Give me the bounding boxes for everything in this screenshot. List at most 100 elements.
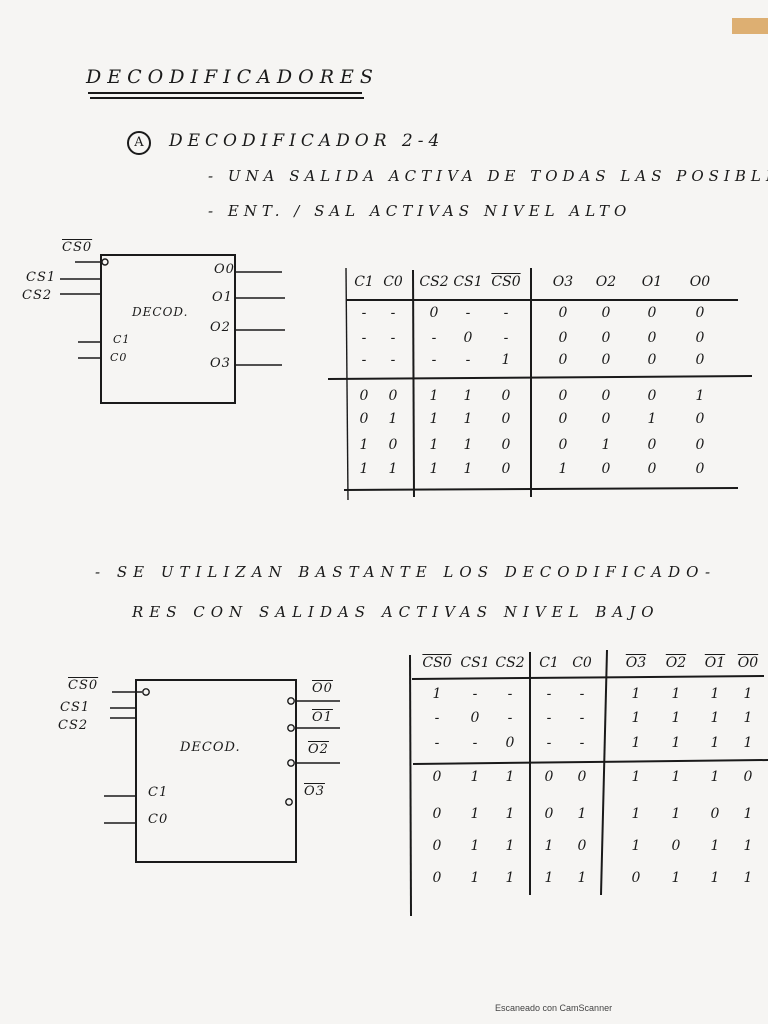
table-b-cell-r3-c3: 0 [544,769,554,785]
table-b-header-4: C0 [572,655,592,671]
table-a-cell-r2-c8: 0 [695,352,705,368]
table-a-cell-r3-c7: 0 [647,388,657,404]
table-a-cell-r5-c7: 0 [647,437,657,453]
table-b-cell-r4-c8: 1 [743,806,753,822]
table-a-cell-r2-c1: - [390,352,396,368]
table-b-cell-r1-c0: - [434,710,440,726]
table-a-cell-r0-c8: 0 [695,305,705,321]
table-b-cell-r5-c0: 0 [432,838,442,854]
table-b-cell-r4-c0: 0 [432,806,442,822]
table-b-cell-r6-c2: 1 [505,870,515,886]
table-b-cell-r5-c1: 1 [470,838,480,854]
table-b-cell-r0-c6: 1 [671,686,681,702]
table-b-cell-r1-c1: 0 [470,710,480,726]
table-b-cell-r2-c4: - [579,735,585,751]
table-a-cell-r2-c5: 0 [558,352,568,368]
table-a-cell-r2-c4: 1 [501,352,511,368]
table-b-header-8: O0 [737,655,759,671]
table-b-header-5: O3 [625,655,647,671]
table-a-cell-r1-c3: 0 [463,330,473,346]
tape-strip [732,18,768,34]
table-a-cell-r5-c4: 0 [501,437,511,453]
table-a-cell-r0-c3: - [465,305,471,321]
table-b-cell-r2-c5: 1 [631,735,641,751]
table-a-header-5: O3 [552,274,574,290]
table-a-cell-r0-c1: - [390,305,396,321]
table-a-cell-r0-c7: 0 [647,305,657,321]
table-b-cell-r3-c1: 1 [470,769,480,785]
table-a-cell-r6-c0: 1 [359,461,369,477]
table-a-cell-r5-c8: 0 [695,437,705,453]
table-a-cell-r6-c7: 0 [647,461,657,477]
table-a-cell-r3-c1: 0 [388,388,398,404]
table-a-cell-r0-c4: - [503,305,509,321]
table-a-cell-r5-c2: 1 [429,437,439,453]
table-b-cell-r5-c3: 1 [544,838,554,854]
table-b-cell-r5-c6: 0 [671,838,681,854]
title-underline [88,92,362,94]
diag-a-input-cs1: CS1 [26,270,57,285]
table-b-cell-r6-c5: 0 [631,870,641,886]
table-b-cell-r1-c7: 1 [710,710,720,726]
table-a-cell-r5-c6: 1 [601,437,611,453]
table-b-cell-r6-c8: 1 [743,870,753,886]
table-b-cell-r6-c0: 0 [432,870,442,886]
table-b-cell-r0-c2: - [507,686,513,702]
table-a-cell-r4-c0: 0 [359,411,369,427]
table-a-header-7: O1 [641,274,663,290]
table-a-cell-r4-c7: 1 [647,411,657,427]
table-a-header-0: C1 [354,274,374,290]
table-b-cell-r0-c0: 1 [432,686,442,702]
diag-a-output-o0: O0 [214,262,235,277]
table-a-cell-r6-c1: 1 [388,461,398,477]
table-b-cell-r0-c5: 1 [631,686,641,702]
title-underline-2 [90,97,364,99]
diag-a-input-cs2: CS2 [22,288,53,303]
table-b-cell-r0-c1: - [472,686,478,702]
table-a-header-4: CS0 [491,274,521,290]
table-a-header-3: CS1 [453,274,483,290]
table-b-cell-r5-c2: 1 [505,838,515,854]
table-a-cell-r3-c5: 0 [558,388,568,404]
table-b-cell-r5-c4: 0 [577,838,587,854]
table-a-cell-r2-c7: 0 [647,352,657,368]
diag-b-input-c1: C1 [148,785,169,800]
table-a-cell-r5-c1: 0 [388,437,398,453]
table-a-header-8: O0 [689,274,711,290]
table-b-cell-r6-c1: 1 [470,870,480,886]
table-b-cell-r3-c4: 0 [577,769,587,785]
table-b-cell-r3-c6: 1 [671,769,681,785]
table-a-cell-r3-c4: 0 [501,388,511,404]
table-a-cell-r0-c0: - [361,305,367,321]
table-a-header-2: CS2 [419,274,449,290]
table-a-cell-r4-c3: 1 [463,411,473,427]
table-a-cell-r3-c6: 0 [601,388,611,404]
table-b-cell-r1-c2: - [507,710,513,726]
decoder-block-b [135,679,297,863]
table-a-header-6: O2 [595,274,617,290]
table-b-cell-r4-c6: 1 [671,806,681,822]
table-b-cell-r4-c4: 1 [577,806,587,822]
table-b-cell-r3-c8: 0 [743,769,753,785]
table-b-cell-r3-c2: 1 [505,769,515,785]
diag-a-input-c0: C0 [110,351,128,364]
bullet-4: RES CON SALIDAS ACTIVAS NIVEL BAJO [132,603,660,621]
table-b-cell-r2-c3: - [546,735,552,751]
table-a-header-1: C0 [383,274,403,290]
table-a-cell-r4-c1: 1 [388,411,398,427]
table-a-cell-r1-c0: - [361,330,367,346]
table-a-cell-r6-c6: 0 [601,461,611,477]
table-a-cell-r3-c2: 1 [429,388,439,404]
diag-b-output-o1: O1 [312,710,333,725]
table-a-cell-r4-c2: 1 [429,411,439,427]
table-a-cell-r6-c4: 0 [501,461,511,477]
table-a-cell-r2-c0: - [361,352,367,368]
table-b-cell-r4-c2: 1 [505,806,515,822]
diag-a-input-c1: C1 [113,333,131,346]
table-a-cell-r6-c3: 1 [463,461,473,477]
table-a-cell-r4-c4: 0 [501,411,511,427]
table-a-cell-r4-c8: 0 [695,411,705,427]
